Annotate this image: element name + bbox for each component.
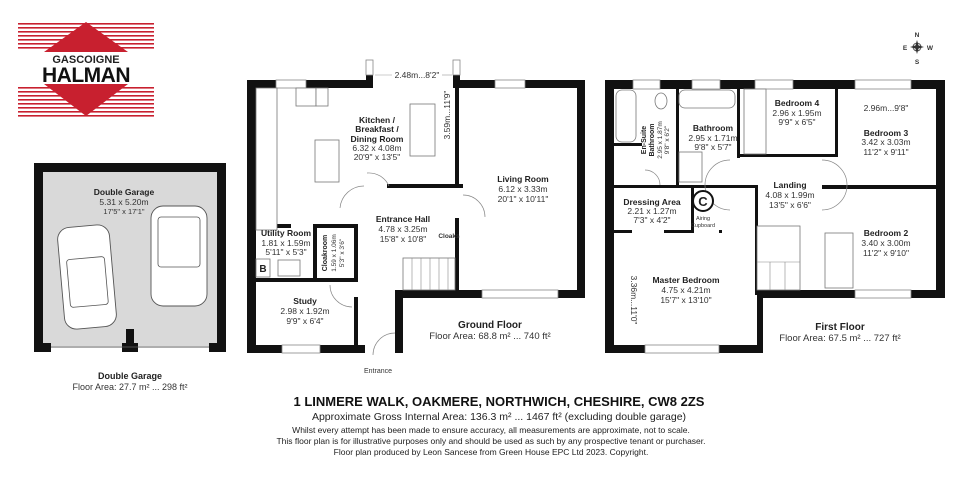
company-logo: GASCOIGNE HALMAN: [18, 22, 154, 117]
dressing-name: Dressing Area: [623, 197, 681, 207]
bed3-metric: 3.42 x 3.03m: [861, 137, 910, 147]
kitchen-dimension: 3.59m...11'9": [442, 91, 452, 140]
bay-dimension: 2.48m...8'2": [395, 70, 440, 80]
first-floor-plan: C Airing Cupboard Bedroom 4 2.96 x 1.95m…: [605, 79, 945, 354]
kitchen-name: Kitchen /: [359, 115, 396, 125]
boiler-label: B: [259, 264, 266, 275]
bed2-metric: 3.40 x 3.00m: [861, 238, 910, 248]
kitchen-metric: 6.32 x 4.08m: [352, 143, 401, 153]
kitchen-imperial: 20'9" x 13'5": [354, 152, 401, 162]
compass-n: N: [915, 32, 920, 39]
landing-metric: 4.08 x 1.99m: [765, 190, 814, 200]
ensuite-name: En-Suite: [641, 126, 648, 154]
living-metric: 6.12 x 3.33m: [498, 184, 547, 194]
garage-imperial: 17'5" x 17'1": [103, 207, 144, 216]
compass-s: S: [915, 59, 920, 66]
living-imperial: 20'1" x 10'11": [498, 194, 549, 204]
utility-metric: 1.81 x 1.59m: [261, 238, 310, 248]
airing-cupboard-symbol: C: [698, 194, 708, 209]
disclaimer-3: Floor plan produced by Leon Sancese from…: [334, 447, 649, 457]
car-icon: [150, 205, 208, 307]
staircase: [402, 257, 456, 291]
logo-text-halman: HALMAN: [42, 64, 130, 87]
bed4-imperial: 9'9" x 6'5": [778, 117, 815, 127]
master-imperial: 15'7" x 13'10": [660, 295, 711, 305]
gross-internal-area: Approximate Gross Internal Area: 136.3 m…: [312, 411, 686, 423]
bed3-name: Bedroom 3: [864, 128, 909, 138]
study-metric: 2.98 x 1.92m: [280, 306, 329, 316]
master-dimension: 3.36m...11'0": [629, 276, 639, 325]
disclaimer-2: This floor plan is for illustrative purp…: [276, 436, 705, 446]
study-imperial: 9'9" x 6'4": [286, 316, 323, 326]
living-name: Living Room: [497, 174, 549, 184]
dressing-imperial: 7'3" x 4'2": [633, 215, 670, 225]
logo-text-gascoigne: GASCOIGNE: [52, 54, 119, 66]
hall-name: Entrance Hall: [376, 214, 430, 224]
first-floor-title: First Floor: [815, 322, 865, 333]
garage-metric: 5.31 x 5.20m: [99, 197, 148, 207]
master-metric: 4.75 x 4.21m: [661, 285, 710, 295]
bathroom-name: Bathroom: [693, 123, 734, 133]
ensuite-metric: 2.95 x 1.87m: [657, 121, 664, 159]
bed3-dimension: 2.96m...9'8": [864, 103, 909, 113]
master-name: Master Bedroom: [652, 275, 720, 285]
study-name: Study: [293, 296, 317, 306]
cloakroom-name: Cloakroom: [322, 235, 329, 272]
garage-caption-title: Double Garage: [98, 371, 162, 381]
bed4-name: Bedroom 4: [775, 98, 820, 108]
bed3-imperial: 11'2" x 9'11": [863, 147, 908, 157]
bathroom-imperial: 9'8" x 5'7": [694, 142, 731, 152]
cloakroom-metric: 1.59 x 1.06m: [331, 234, 338, 272]
airing-line1: Airing: [696, 216, 710, 222]
cloaks-label: Cloaks: [438, 233, 460, 240]
ensuite-name-2: Bathroom: [649, 123, 656, 156]
bed4-metric: 2.96 x 1.95m: [772, 108, 821, 118]
first-floor-area: Floor Area: 67.5 m² ... 727 ft²: [779, 333, 900, 344]
landing-name: Landing: [773, 180, 806, 190]
bathroom-metric: 2.95 x 1.71m: [688, 133, 737, 143]
garage-caption-area: Floor Area: 27.7 m² ... 298 ft²: [72, 382, 187, 392]
ground-floor-plan: B Kitchen / Breakfast / Dining Room 6.32…: [247, 59, 585, 375]
compass-icon: N S E W: [903, 32, 934, 66]
entrance-label: Entrance: [364, 368, 392, 375]
landing-imperial: 13'5" x 6'6": [769, 200, 811, 210]
ground-floor-title: Ground Floor: [458, 320, 522, 331]
car-icon: [57, 224, 117, 330]
ground-floor-area: Floor Area: 68.8 m² ... 740 ft²: [429, 331, 550, 342]
staircase: [756, 225, 801, 291]
garage-plan: Double Garage 5.31 x 5.20m 17'5" x 17'1"…: [34, 163, 226, 392]
hall-metric: 4.78 x 3.25m: [378, 224, 427, 234]
bed2-imperial: 11'2" x 9'10": [863, 248, 909, 258]
hall-imperial: 15'8" x 10'8": [380, 234, 427, 244]
utility-imperial: 5'11" x 5'3": [265, 247, 306, 257]
airing-line2: Cupboard: [691, 223, 715, 229]
utility-name: Utility Room: [261, 228, 311, 238]
compass-w: W: [927, 45, 934, 52]
kitchen-name-3: Dining Room: [351, 134, 404, 144]
garage-name: Double Garage: [94, 187, 155, 197]
bed2-name: Bedroom 2: [864, 228, 909, 238]
cloakroom-imperial: 5'3" x 3'6": [339, 238, 346, 267]
ensuite-imperial: 9'8" x 6'2": [664, 125, 671, 154]
compass-e: E: [903, 45, 908, 52]
footer: 1 LINMERE WALK, OAKMERE, NORTHWICH, CHES…: [276, 394, 705, 457]
dressing-metric: 2.21 x 1.27m: [627, 206, 676, 216]
property-address: 1 LINMERE WALK, OAKMERE, NORTHWICH, CHES…: [294, 394, 705, 409]
disclaimer-1: Whilst every attempt has been made to en…: [292, 425, 690, 435]
kitchen-name-2: Breakfast /: [355, 124, 399, 134]
